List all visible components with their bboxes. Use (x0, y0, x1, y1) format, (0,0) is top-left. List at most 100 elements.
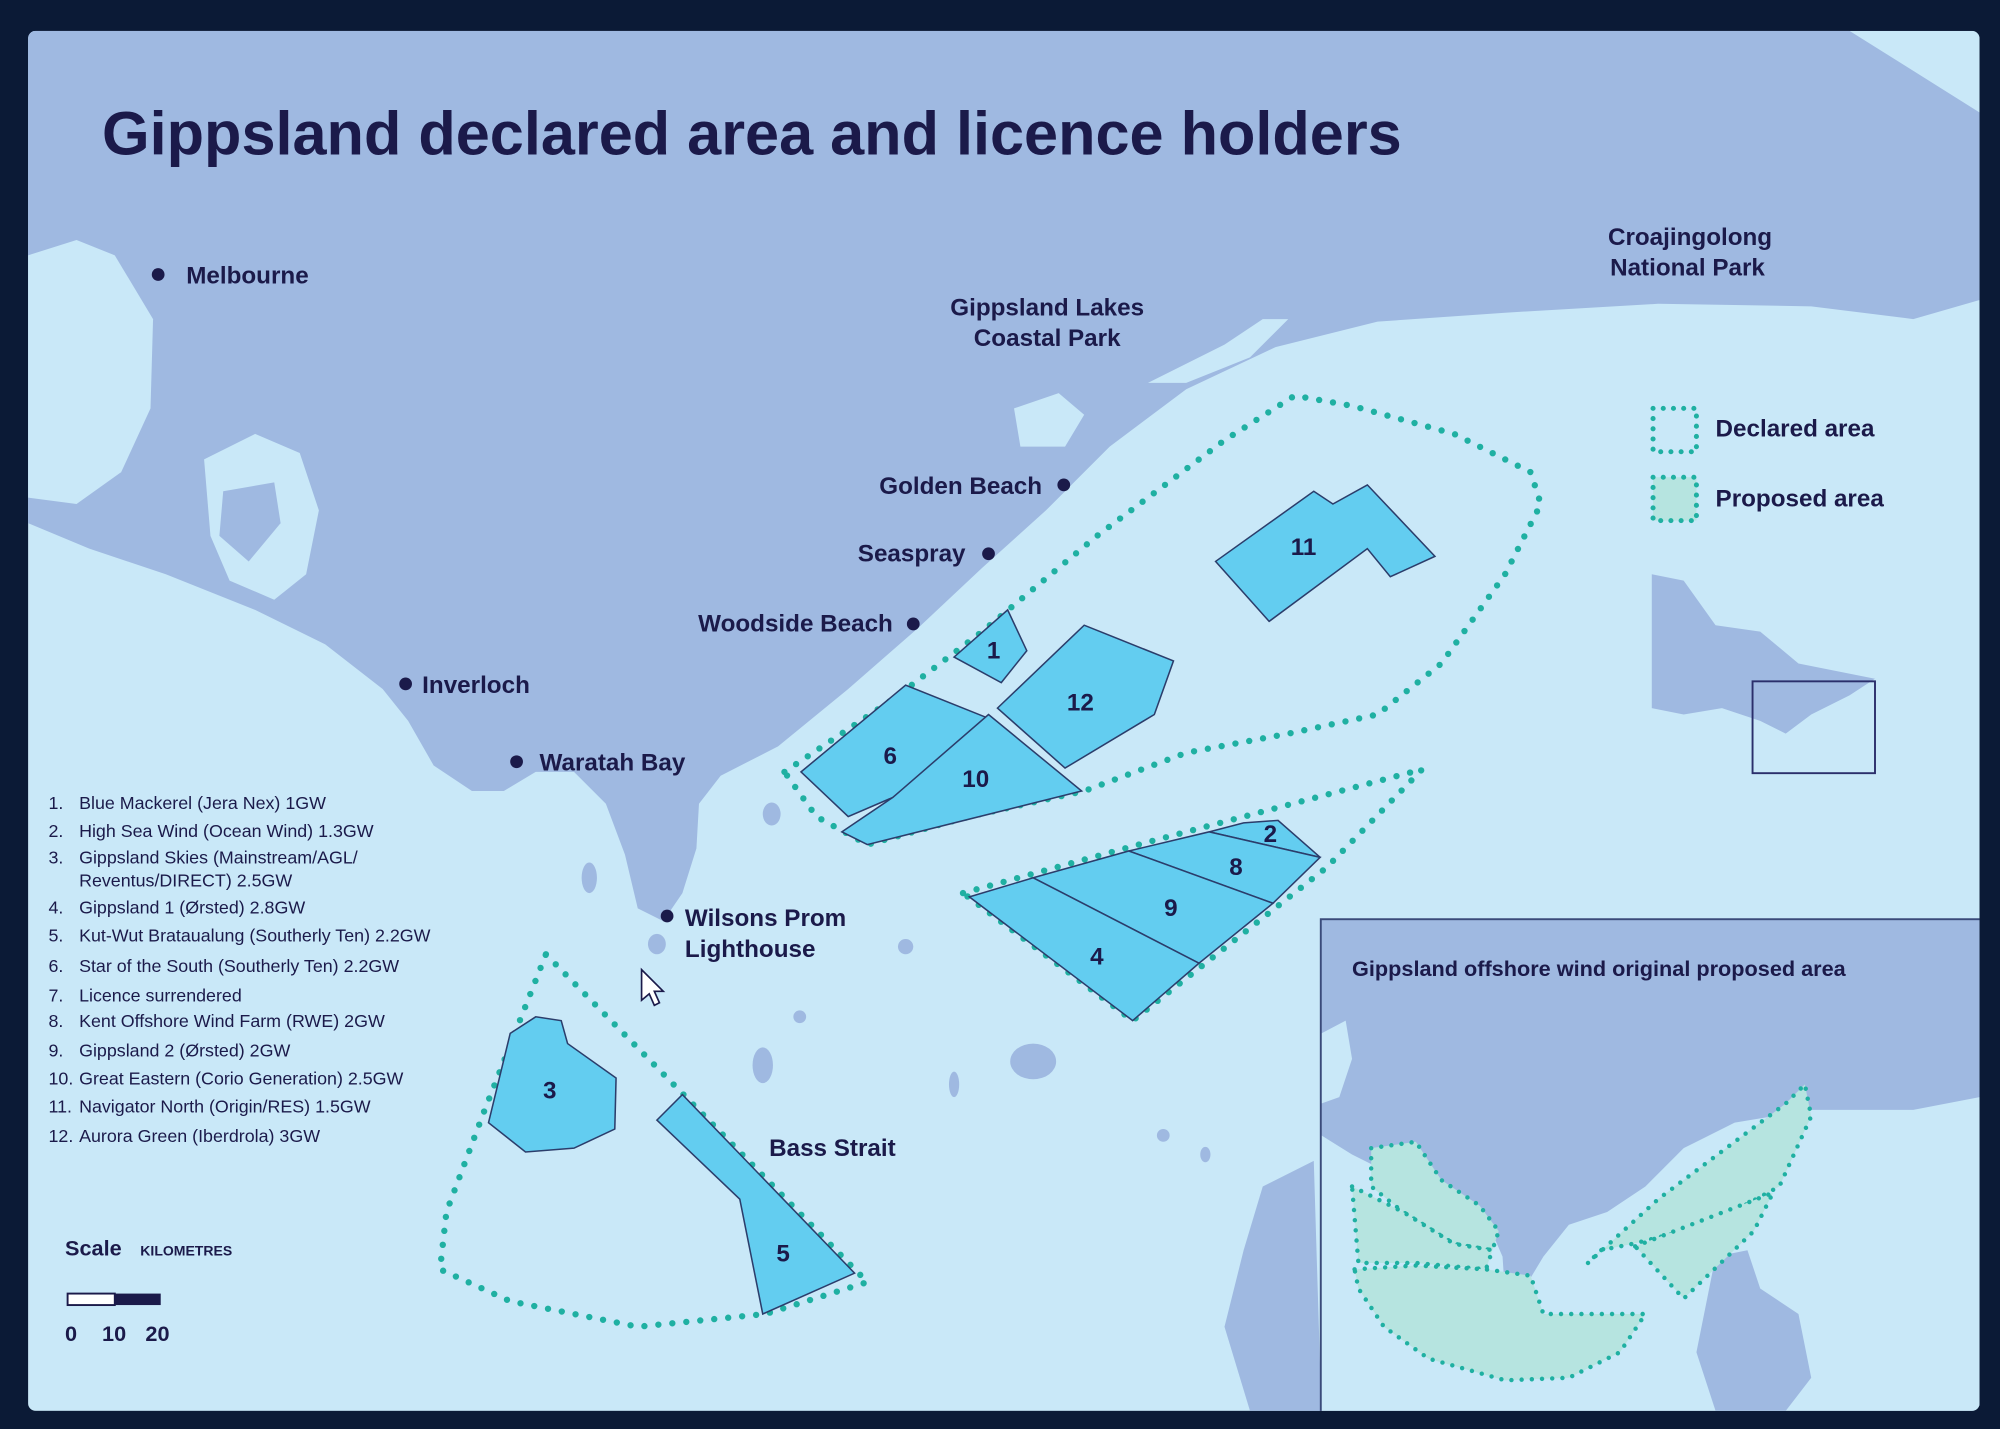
town-dot (151, 268, 165, 281)
list-item: 2. High Sea Wind (Ocean Wind) 1.3GW (48, 821, 373, 841)
svg-text:5.: 5. (48, 926, 63, 946)
licence-area-10[interactable] (840, 713, 1084, 846)
licence-label-2: 2 (1264, 821, 1277, 848)
licence-area-11[interactable] (1214, 483, 1437, 623)
list-item: 5. Kut-Wut Brataualung (Southerly Ten) 2.… (48, 926, 430, 946)
place-woodside-beach: Woodside Beach (698, 611, 893, 638)
town-dot (660, 909, 674, 923)
map-legend: Declared area Proposed area (1650, 405, 1885, 524)
place-waratah-bay: Waratah Bay (540, 750, 686, 777)
svg-text:Gippsland 1 (Ørsted) 2.8GW: Gippsland 1 (Ørsted) 2.8GW (79, 897, 305, 917)
scale-label: Scale (65, 1235, 122, 1260)
svg-text:Kut-Wut Brataualung (Southerly: Kut-Wut Brataualung (Southerly Ten) 2.2G… (79, 926, 431, 946)
svg-text:3.: 3. (48, 848, 63, 868)
svg-text:Blue Mackerel (Jera Nex) 1GW: Blue Mackerel (Jera Nex) 1GW (79, 793, 326, 813)
licence-area-12[interactable] (996, 624, 1175, 770)
svg-text:10.: 10. (48, 1068, 73, 1088)
place-seaspray: Seaspray (858, 540, 966, 567)
place-wilsons-prom: Wilsons Prom (685, 905, 846, 932)
mainland (28, 30, 1980, 922)
place-bass-strait: Bass Strait (769, 1135, 896, 1162)
svg-text:2.: 2. (48, 821, 63, 841)
proposed-area-swatch (1650, 474, 1699, 524)
svg-text:8.: 8. (48, 1011, 63, 1031)
licence-label-8: 8 (1229, 854, 1242, 881)
town-dot (510, 755, 523, 769)
inset-map: Gippsland offshore wind original propose… (1319, 918, 1980, 1411)
phillip-island (219, 482, 281, 562)
mouse-cursor-icon (640, 967, 666, 1007)
licence-label-11: 11 (1291, 534, 1317, 561)
svg-text:Reventus/DIRECT) 2.5GW: Reventus/DIRECT) 2.5GW (79, 871, 292, 891)
svg-text:7.: 7. (48, 985, 63, 1005)
svg-text:6.: 6. (48, 956, 63, 976)
licence-numbers: 1 2 3 4 5 6 8 9 10 11 12 (543, 534, 1316, 1268)
legend-declared: Declared area (1716, 415, 1875, 442)
list-item: 10. Great Eastern (Corio Generation) 2.5G… (48, 1068, 403, 1088)
svg-text:4.: 4. (48, 897, 63, 917)
islands (581, 802, 1322, 1411)
scale-bar: Scale KILOMETRES 0 10 20 (65, 1235, 232, 1345)
list-item: 3.Gippsland Skies (Mainstream/AGL/Revent… (48, 848, 357, 891)
list-item: 8. Kent Offshore Wind Farm (RWE) 2GW (48, 1011, 384, 1031)
svg-text:1.: 1. (48, 793, 63, 813)
place-croajingolong-2: National Park (1610, 255, 1765, 282)
svg-text:Great Eastern (Corio Generatio: Great Eastern (Corio Generation) 2.5GW (79, 1068, 403, 1088)
list-item: 12.Aurora Green (Iberdrola) 3GW (48, 1126, 320, 1146)
locator-map (1651, 574, 1876, 775)
list-item: 6. Star of the South (Southerly Ten) 2.2G… (48, 956, 399, 976)
svg-text:11.: 11. (48, 1096, 71, 1116)
licence-label-10: 10 (962, 766, 989, 793)
port-phillip-bay (28, 240, 154, 505)
licence-area-1[interactable] (952, 608, 1028, 684)
town-dot (1057, 478, 1071, 492)
svg-text:Aurora Green (Iberdrola) 3GW: Aurora Green (Iberdrola) 3GW (79, 1126, 320, 1146)
place-melbourne: Melbourne (186, 262, 308, 289)
place-gippsland-lakes-2: Coastal Park (974, 325, 1121, 352)
inset-proposed-area-4 (1349, 1182, 1496, 1272)
svg-text:Gippsland 2 (Ørsted) 2GW: Gippsland 2 (Ørsted) 2GW (79, 1040, 290, 1060)
list-item: 1. Blue Mackerel (Jera Nex) 1GW (48, 793, 326, 813)
list-item: 9. Gippsland 2 (Ørsted) 2GW (48, 1040, 290, 1060)
svg-text:Kent Offshore Wind Farm (RWE): Kent Offshore Wind Farm (RWE) 2GW (79, 1011, 385, 1031)
svg-text:High Sea Wind (Ocean Wind) 1.3: High Sea Wind (Ocean Wind) 1.3GW (79, 821, 374, 841)
place-gippsland-lakes: Gippsland Lakes (950, 294, 1144, 321)
inset-title: Gippsland offshore wind original propose… (1352, 956, 1847, 981)
town-dot (906, 617, 920, 631)
inset-proposed-area-2 (1631, 1188, 1778, 1302)
scale-tick-0: 0 (65, 1321, 77, 1346)
inset-proposed-area-3 (1368, 1139, 1502, 1253)
town-dot (982, 547, 995, 561)
place-golden-beach: Golden Beach (879, 473, 1042, 500)
page-title: Gippsland declared area and licence hold… (102, 100, 1402, 168)
scale-unit: KILOMETRES (140, 1242, 232, 1258)
svg-text:Navigator North (Origin/RES) 1: Navigator North (Origin/RES) 1.5GW (79, 1096, 371, 1116)
svg-text:9.: 9. (48, 1040, 63, 1060)
locator-frame (1751, 680, 1876, 775)
licence-label-5: 5 (776, 1241, 789, 1268)
svg-text:Star of the South (Southerly T: Star of the South (Southerly Ten) 2.2GW (79, 956, 399, 976)
place-wilsons-prom-2: Lighthouse (685, 936, 816, 963)
town-dot (399, 677, 412, 691)
licence-label-6: 6 (884, 743, 897, 770)
legend-proposed: Proposed area (1716, 486, 1885, 513)
licence-label-4: 4 (1090, 943, 1104, 970)
declared-area-north (779, 392, 1545, 849)
licence-area-5[interactable] (655, 1093, 856, 1316)
gippsland-lakes (1014, 319, 1289, 447)
inset-proposed-area-5 (1351, 1263, 1650, 1383)
licence-list: 1. Blue Mackerel (Jera Nex) 1GW 2. High Se… (48, 793, 430, 1146)
licence-label-9: 9 (1164, 895, 1177, 922)
scale-tick-10: 10 (102, 1321, 126, 1346)
place-croajingolong: Croajingolong (1608, 224, 1772, 251)
list-item: 4. Gippsland 1 (Ørsted) 2.8GW (48, 897, 305, 917)
licence-label-1: 1 (987, 637, 1000, 664)
declared-area-swatch (1650, 405, 1699, 455)
licence-label-12: 12 (1067, 690, 1094, 717)
licence-area-4[interactable] (967, 876, 1201, 1022)
scale-tick-20: 20 (145, 1321, 169, 1346)
licence-area-3[interactable] (487, 1015, 617, 1153)
licence-label-3: 3 (543, 1077, 556, 1104)
place-inverloch: Inverloch (422, 672, 530, 699)
